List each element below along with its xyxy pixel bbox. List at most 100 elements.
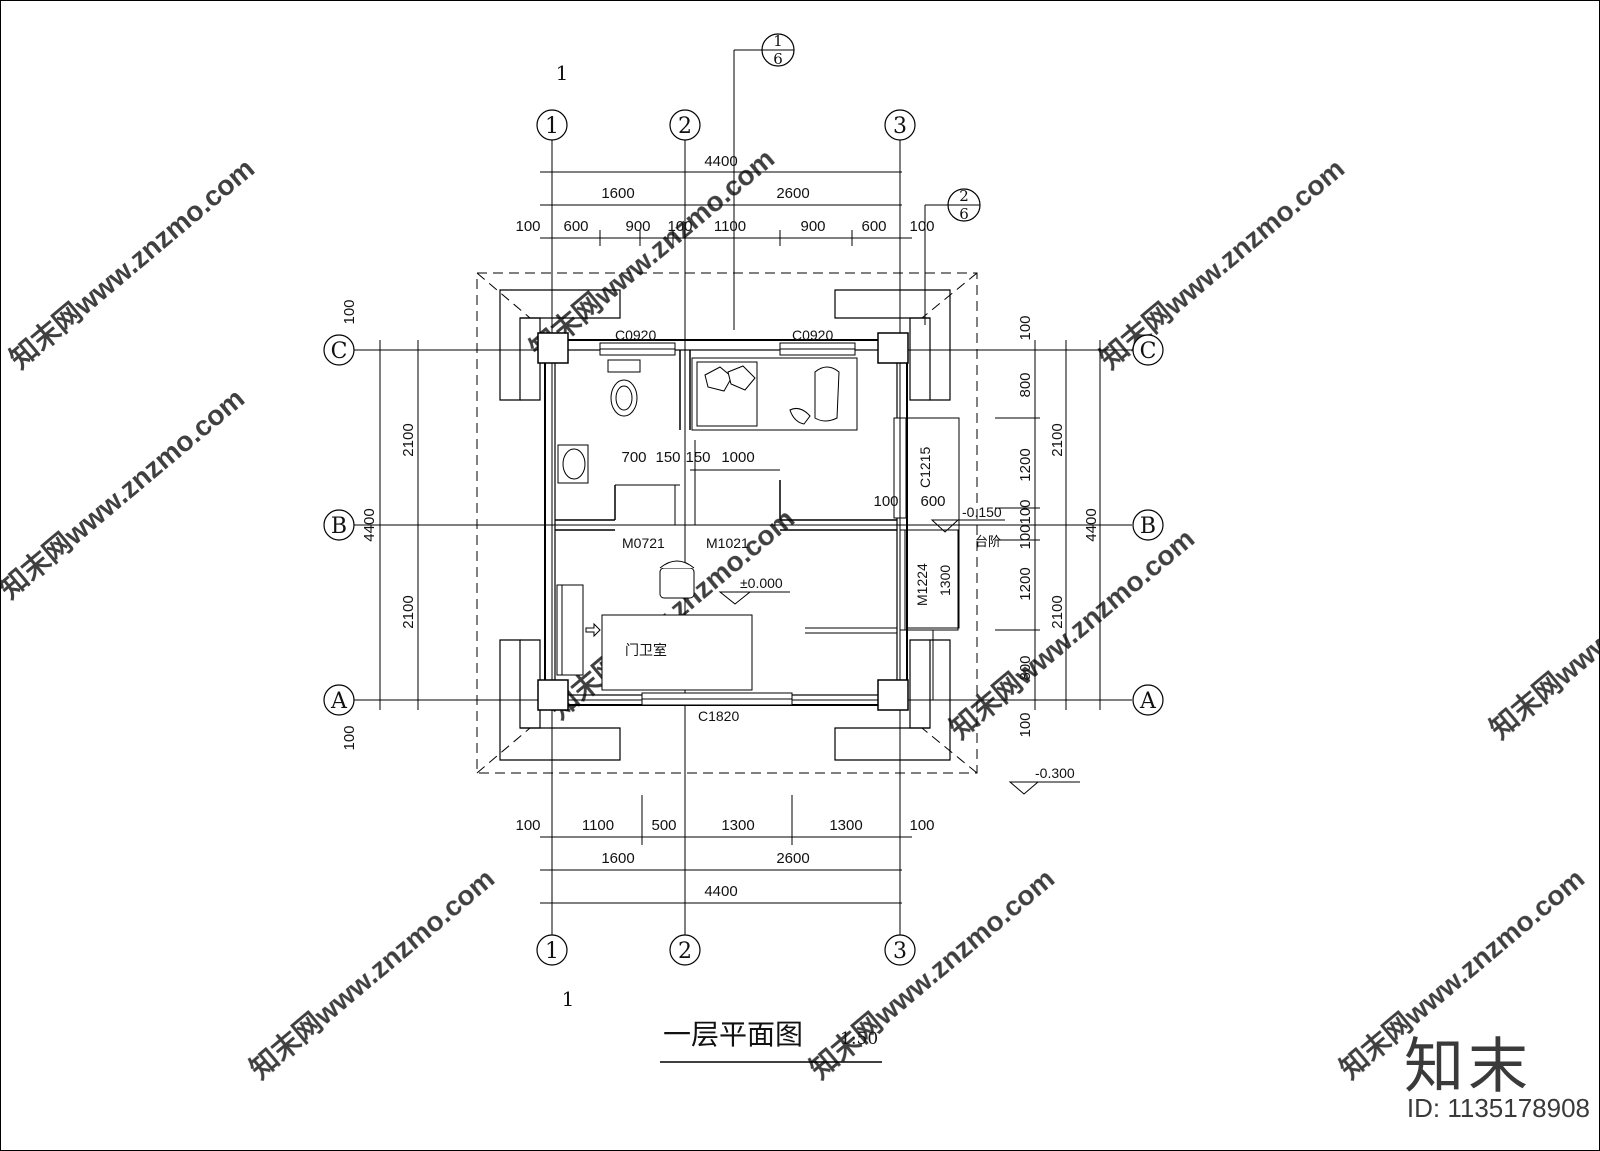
brand-logo: 知末: [1404, 1032, 1532, 1102]
watermark: 知末网www.znzmo.com: [0, 382, 250, 605]
svg-text:1000: 1000: [721, 449, 754, 466]
svg-text:2100: 2100: [400, 423, 417, 456]
desk-furniture: [601, 614, 753, 691]
door-m1224: [899, 529, 959, 631]
svg-text:2100: 2100: [1049, 423, 1066, 456]
axis-bubbles: [323, 109, 1164, 966]
bed-furniture: [691, 357, 858, 431]
section-mark-bottom: 1: [562, 987, 575, 1011]
svg-text:100: 100: [1017, 712, 1034, 737]
svg-text:2100: 2100: [400, 595, 417, 628]
svg-text:2100: 2100: [1049, 595, 1066, 628]
counter-furniture: [805, 627, 897, 634]
svg-text:4400: 4400: [361, 508, 378, 541]
svg-text:1300: 1300: [721, 817, 754, 834]
interior-walls: [555, 350, 897, 531]
dim-top-detail: 1100: [714, 218, 746, 235]
watermark: 知末网www.znzmo.com: [1093, 152, 1350, 375]
label-porch-width: 1300: [937, 565, 953, 596]
top-dimension-text: 4400 1600 2600 100 600 900 100 1100 900 …: [515, 153, 934, 235]
axis-label-a-right: A: [1139, 689, 1157, 714]
level-symbol-porch: [930, 519, 1005, 533]
cabinet-furniture: [556, 584, 601, 676]
svg-text:4400: 4400: [1083, 508, 1100, 541]
svg-text:2: 2: [959, 187, 969, 205]
axis-label-1-top: 1: [545, 114, 559, 139]
dim-top-bay-2: 2600: [776, 185, 809, 202]
svg-text:800: 800: [1017, 655, 1034, 680]
dim-top-total: 4400: [704, 153, 737, 170]
svg-text:1300: 1300: [829, 817, 862, 834]
title-scale: 1:50: [840, 1029, 878, 1049]
window-c0920-left: [599, 342, 676, 356]
label-door-m0721: M0721: [622, 535, 665, 551]
label-window-c0920-left: C0920: [615, 327, 656, 343]
svg-text:1: 1: [773, 32, 783, 50]
svg-text:100: 100: [341, 725, 358, 750]
svg-text:1200: 1200: [1017, 567, 1034, 600]
door-m0721: [615, 484, 680, 525]
svg-text:100: 100: [515, 817, 540, 834]
axis-label-b-left: B: [331, 514, 347, 539]
porch-step: [906, 417, 960, 700]
dim-top-detail: 100: [667, 218, 692, 235]
watermark: 知末网www.znzmo.com: [243, 862, 500, 1085]
left-dimensions: [370, 340, 426, 710]
svg-text:500: 500: [651, 817, 676, 834]
watermark-layer: 知末网www.znzmo.com 知末网www.znzmo.com 知末网www…: [0, 142, 1600, 1085]
title-text: 一层平面图: [663, 1018, 803, 1051]
window-c1820: [641, 692, 793, 706]
svg-text:2600: 2600: [776, 850, 809, 867]
bottom-dimension-text: 100 1100 500 1300 1300 100 1600 2600 440…: [515, 817, 934, 900]
dim-top-detail: 900: [800, 218, 825, 235]
window-c0920-right: [779, 342, 856, 356]
axis-label-b-right: B: [1140, 514, 1156, 539]
dim-top-detail: 600: [861, 218, 886, 235]
axis-label-c-left: C: [331, 339, 348, 364]
corner-columns: [537, 332, 909, 711]
axis-label-2-top: 2: [678, 114, 692, 139]
window-c1215: [893, 417, 907, 519]
section-mark-top: 1: [556, 61, 569, 85]
label-floor-level: ±0.000: [740, 575, 783, 591]
label-door-m1224: M1224: [914, 563, 930, 606]
label-outside-level: -0.300: [1035, 765, 1075, 781]
watermark: 知末网www.znzmo.com: [943, 522, 1200, 745]
axis-labels: 1 2 3 1 2 3 C B A C B A: [330, 114, 1157, 964]
svg-text:100: 100: [909, 817, 934, 834]
right-dimensions: [995, 340, 1101, 710]
label-porch-level: -0.150: [962, 504, 1002, 520]
label-step: 台阶: [975, 535, 1001, 550]
watermark: 知末网www.znzmo.com: [1483, 522, 1600, 745]
svg-text:100: 100: [1017, 499, 1034, 524]
axis-label-c-right: C: [1140, 339, 1157, 364]
dim-top-detail: 600: [563, 218, 588, 235]
label-door-m1021: M1021: [706, 535, 749, 551]
index-symbol-2: 2 6: [924, 187, 981, 325]
level-symbol-floor: [718, 591, 790, 605]
dim-top-detail: 900: [625, 218, 650, 235]
dim-top-detail: 100: [515, 218, 540, 235]
watermark: 知末网www.znzmo.com: [803, 862, 1060, 1085]
drawing-title: 一层平面图 1:50: [660, 1018, 882, 1063]
top-dimensions: [540, 171, 912, 246]
door-m1021: [690, 440, 780, 525]
label-window-c1215: C1215: [917, 447, 933, 488]
svg-text:800: 800: [1017, 372, 1034, 397]
svg-text:100: 100: [873, 493, 898, 510]
svg-text:1600: 1600: [601, 850, 634, 867]
svg-text:150: 150: [655, 449, 680, 466]
image-id-text: ID: 1135178908: [1406, 1093, 1590, 1123]
svg-text:150: 150: [685, 449, 710, 466]
svg-text:100: 100: [1017, 524, 1034, 549]
dim-top-detail: 100: [909, 218, 934, 235]
svg-text:1100: 1100: [582, 817, 614, 834]
svg-text:100: 100: [1017, 315, 1034, 340]
axis-label-3-top: 3: [893, 114, 907, 139]
axis-label-a-left: A: [330, 689, 348, 714]
right-dimension-text: 100 800 1200 100 100 1200 800 100 2100 2…: [1017, 315, 1100, 737]
label-window-c0920-right: C0920: [792, 327, 833, 343]
toilet-fixture: [607, 359, 641, 417]
svg-text:600: 600: [920, 493, 945, 510]
